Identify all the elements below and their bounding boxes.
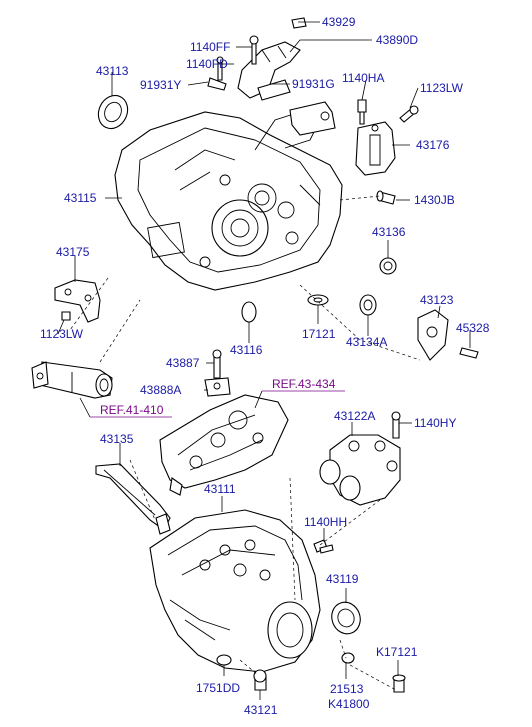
label-43888A[interactable]: 43888A — [140, 383, 181, 397]
bracket-43135-drawing — [95, 463, 171, 535]
label-K41800[interactable]: K41800 — [328, 697, 370, 711]
bracket-91931G-drawing — [289, 101, 336, 136]
label-1123LW-top[interactable]: 1123LW — [420, 81, 464, 95]
oil-seal-43119-drawing — [331, 601, 361, 635]
clutch-housing-drawing — [114, 111, 343, 291]
bracket-43175-drawing — [54, 279, 101, 323]
label-43111[interactable]: 43111 — [204, 482, 236, 496]
ref-43-434-link[interactable]: REF.43-434 — [272, 377, 336, 391]
label-1123LW-left[interactable]: 1123LW — [40, 327, 84, 341]
plug-K17121-drawing — [392, 674, 406, 693]
label-1751DD[interactable]: 1751DD — [196, 681, 240, 695]
label-17121[interactable]: 17121 — [302, 327, 336, 341]
label-43134A[interactable]: 43134A — [346, 335, 387, 349]
leader-lines — [57, 21, 471, 700]
washer-17121-drawing — [307, 294, 329, 306]
label-1140HY[interactable]: 1140HY — [414, 416, 456, 430]
transmission-case-drawing — [149, 509, 321, 673]
label-1430JB[interactable]: 1430JB — [414, 193, 455, 207]
mount-bracket-43122A-drawing — [319, 434, 401, 506]
washer-1751DD-drawing — [216, 654, 232, 666]
seal-43134A-drawing — [359, 294, 377, 316]
washer-21513-drawing — [341, 652, 355, 664]
label-43119[interactable]: 43119 — [326, 572, 359, 586]
bolt-1140HY-drawing — [391, 411, 401, 439]
label-1140FF[interactable]: 1140FF — [190, 40, 230, 54]
bolt-43887-drawing — [212, 349, 222, 379]
bracket-43176-drawing — [355, 121, 396, 176]
magnet-43116-drawing — [241, 301, 257, 323]
plate-43888A-drawing — [204, 377, 231, 397]
release-cylinder-drawing — [31, 361, 113, 399]
shift-control-body-drawing — [159, 394, 289, 496]
oil-seal-43113-drawing — [97, 94, 129, 130]
plug-43121-drawing — [253, 669, 267, 691]
ref-41-410-link[interactable]: REF.41-410 — [100, 403, 164, 417]
label-45328[interactable]: 45328 — [456, 321, 490, 335]
label-91931Y[interactable]: 91931Y — [140, 78, 181, 92]
label-43123[interactable]: 43123 — [420, 293, 454, 307]
part-labels: 43929 43890D 1140FF 1140FD 43113 91931Y … — [40, 15, 490, 717]
seal-43136-drawing — [379, 257, 397, 275]
shift-lever-bracket-drawing — [207, 17, 307, 101]
label-43175[interactable]: 43175 — [56, 245, 90, 259]
label-43929[interactable]: 43929 — [322, 15, 356, 29]
bolt-1140HH-drawing — [313, 539, 334, 554]
label-1140HH[interactable]: 1140HH — [304, 515, 347, 529]
label-43176[interactable]: 43176 — [416, 138, 450, 152]
label-K17121[interactable]: K17121 — [376, 645, 418, 659]
label-43115[interactable]: 43115 — [64, 191, 97, 205]
label-43116[interactable]: 43116 — [230, 343, 263, 357]
label-1140FD[interactable]: 1140FD — [186, 57, 228, 71]
label-43887[interactable]: 43887 — [166, 356, 200, 370]
label-91931G[interactable]: 91931G — [292, 77, 335, 91]
reference-links: REF.43-434 REF.41-410 — [79, 377, 345, 418]
label-43890D[interactable]: 43890D — [376, 33, 418, 47]
label-43121[interactable]: 43121 — [244, 703, 278, 717]
bolt-1140HA-drawing — [357, 99, 367, 125]
label-43136[interactable]: 43136 — [372, 225, 406, 239]
assembly-lines — [69, 195, 421, 691]
label-21513[interactable]: 21513 — [330, 682, 364, 696]
sensor-1430JB-drawing — [376, 190, 396, 205]
label-43113[interactable]: 43113 — [96, 64, 129, 78]
bracket-43123-drawing — [417, 309, 479, 361]
label-1140HA[interactable]: 1140HA — [342, 71, 384, 85]
bolt-1123LW-top-drawing — [399, 105, 419, 123]
label-43122A[interactable]: 43122A — [334, 409, 375, 423]
label-43135[interactable]: 43135 — [100, 432, 134, 446]
